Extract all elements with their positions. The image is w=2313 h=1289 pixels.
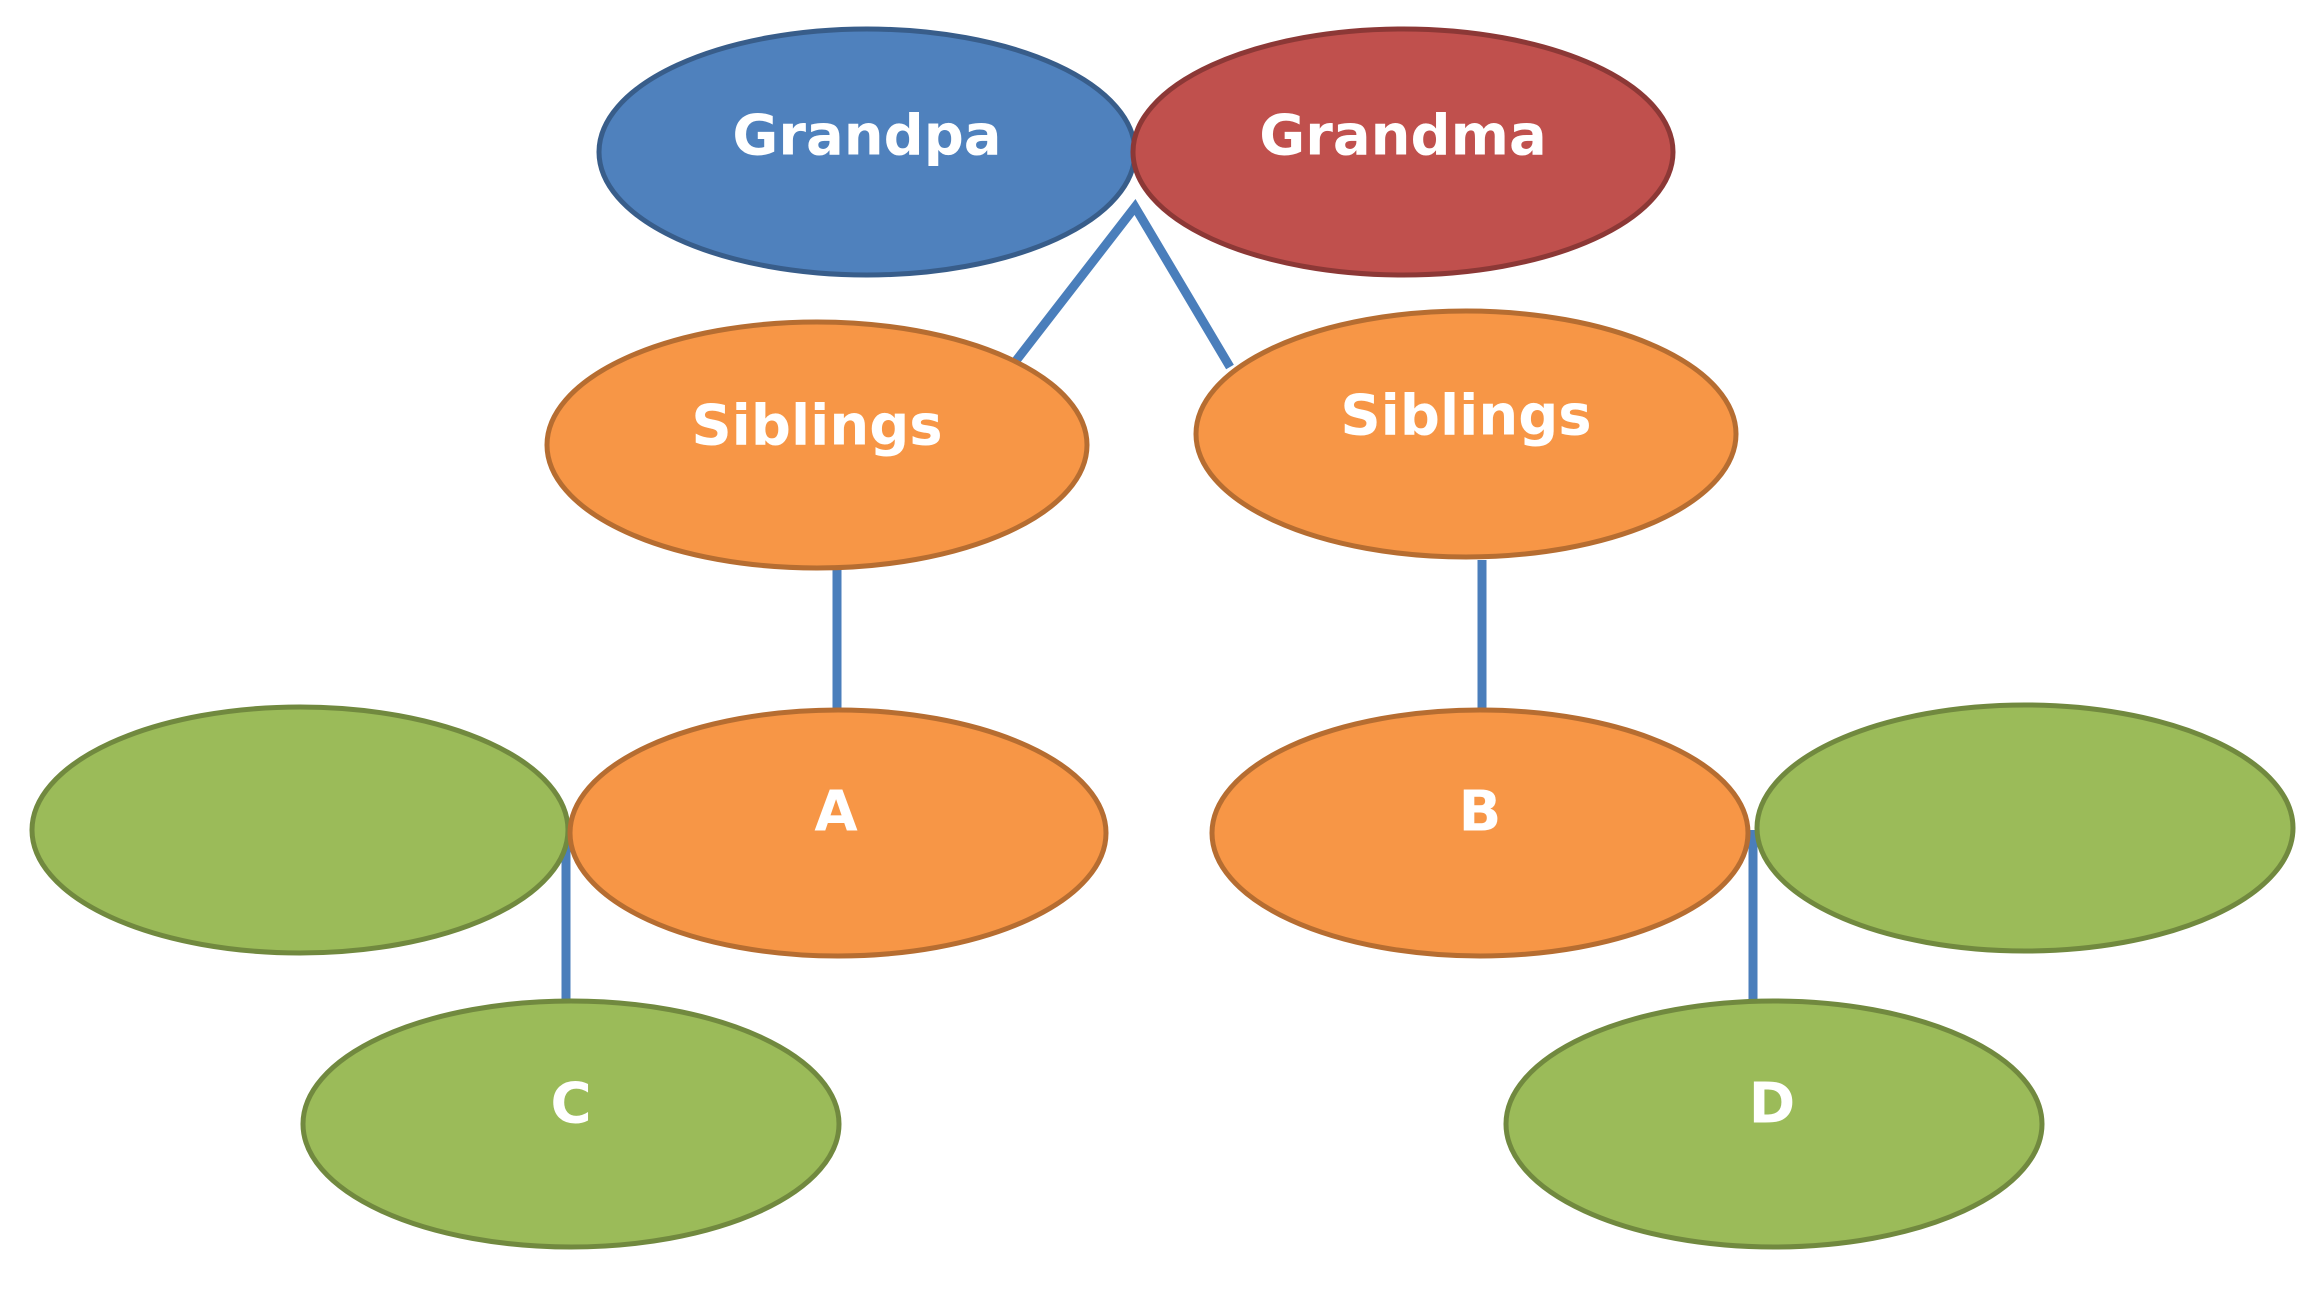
- node-grandma-shape: [1130, 26, 1676, 278]
- node-grandpa: Grandpa: [596, 26, 1138, 278]
- node-spouse-a-shape: [29, 704, 571, 956]
- node-grandma: Grandma: [1130, 26, 1676, 278]
- node-a-shape: [567, 707, 1109, 959]
- node-spouse-a: [29, 704, 571, 956]
- connectors: [561, 199, 1758, 1000]
- node-b-label: B: [1459, 780, 1502, 845]
- node-siblings-left: Siblings: [544, 319, 1090, 571]
- node-siblings-right: Siblings: [1193, 308, 1739, 560]
- node-c-shape: [300, 998, 842, 1250]
- node-d-shape: [1503, 998, 2045, 1250]
- node-a-label: A: [814, 780, 858, 845]
- node-grandpa-label: Grandpa: [732, 104, 1001, 169]
- node-siblings-right-label: Siblings: [1340, 384, 1591, 449]
- node-grandma-label: Grandma: [1259, 104, 1546, 169]
- node-siblings-left-label: Siblings: [691, 394, 942, 459]
- node-siblings-left-shape: [544, 319, 1090, 571]
- node-d-label: D: [1749, 1072, 1795, 1137]
- node-c-label: C: [550, 1072, 591, 1137]
- node-b-shape: [1209, 707, 1751, 959]
- node-siblings-right-shape: [1193, 308, 1739, 560]
- node-b: B: [1209, 707, 1751, 959]
- node-d: D: [1503, 998, 2045, 1250]
- node-spouse-b-shape: [1754, 702, 2296, 954]
- connector-grandparents-to-siblings: [1011, 199, 1234, 370]
- node-a: A: [567, 707, 1109, 959]
- node-c: C: [300, 998, 842, 1250]
- node-spouse-b: [1754, 702, 2296, 954]
